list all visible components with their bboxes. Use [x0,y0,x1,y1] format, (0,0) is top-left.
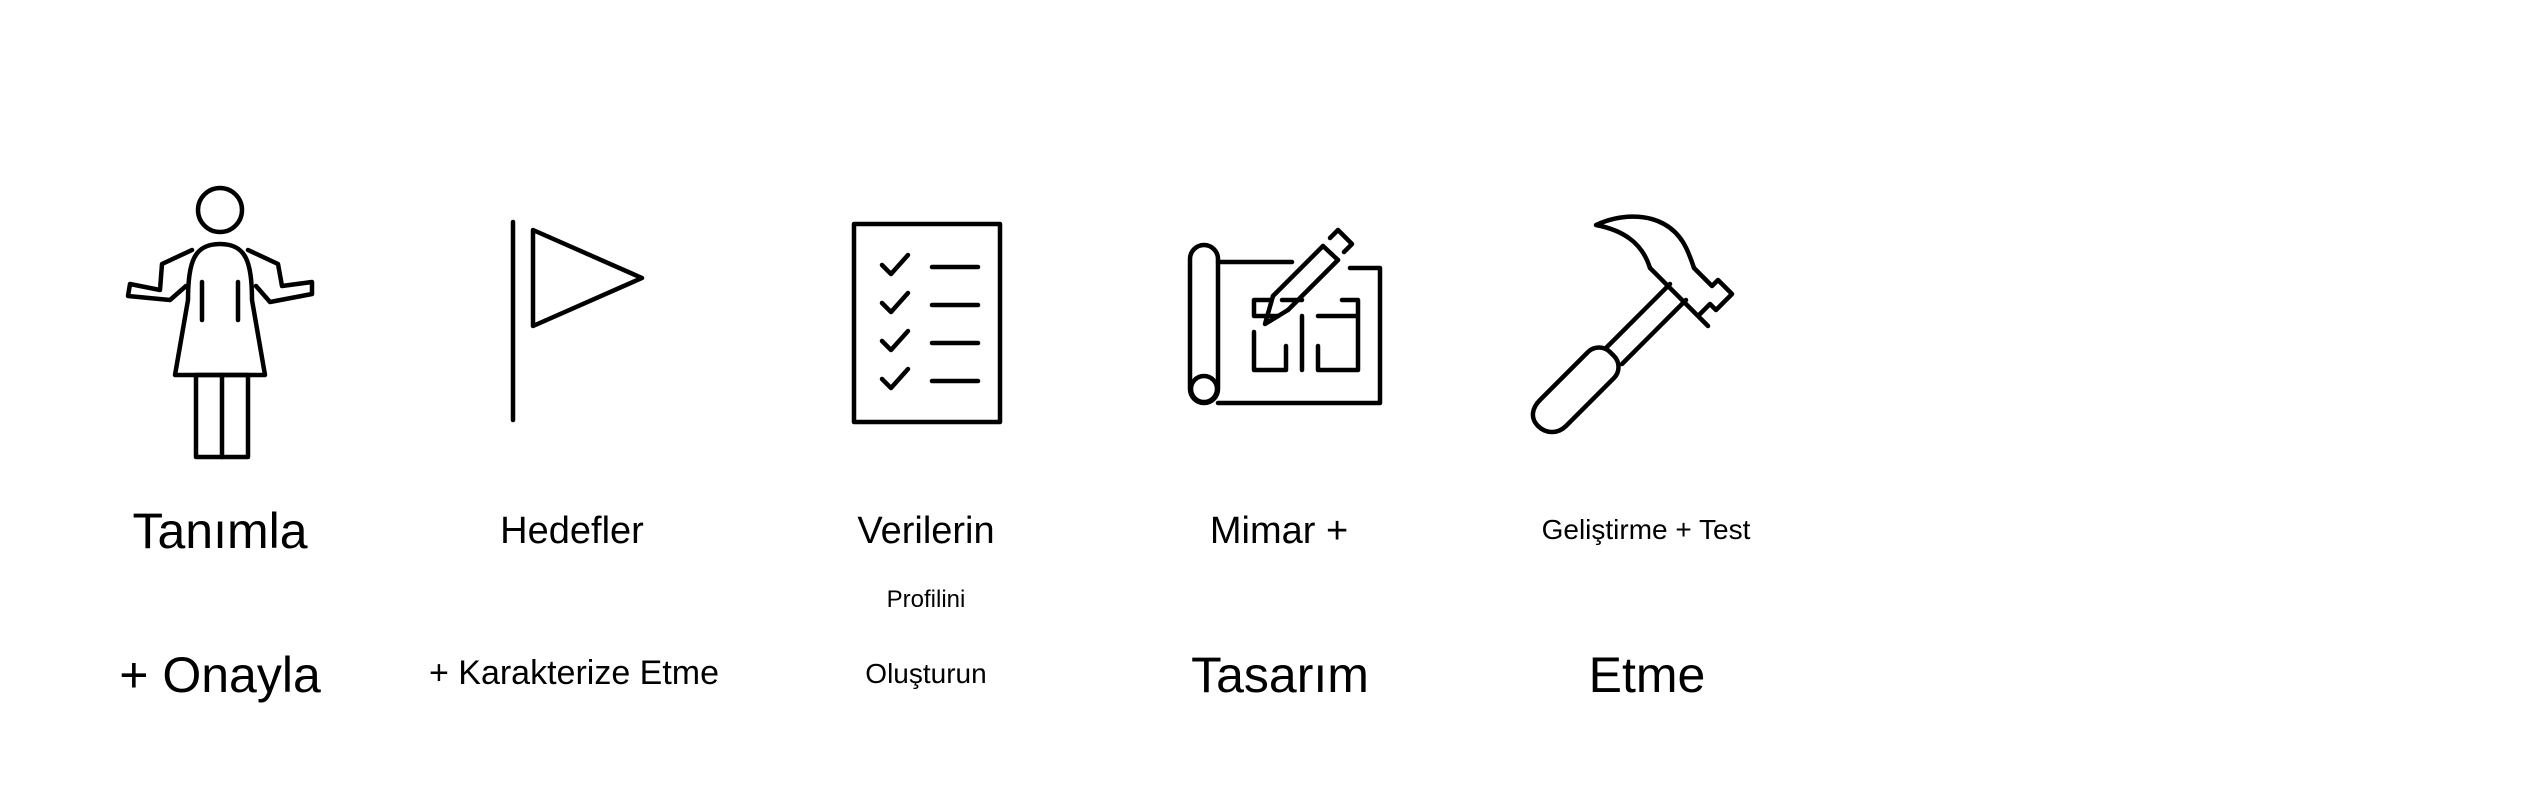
step-label-line2: Tasarım [1191,647,1369,703]
step-label-line1: Mimar + [1209,510,1349,552]
blueprint-pencil-icon [1187,227,1383,406]
step-label-line1: Geliştirme + Test [1541,514,1751,545]
checklist-icon [851,221,1003,425]
step-goals-characterize: Hedefler + Karakterize Etme [360,0,800,791]
step-profile-data: Verilerin Profilini Oluşturun [710,0,1150,791]
flag-icon [510,219,645,423]
step-define-approve: Tanımla + Onayla [0,0,440,791]
step-label-line2: Oluşturun [865,658,987,689]
step-label-line2: + Onayla [119,647,321,703]
step-architect-design: Mimar + Tasarım [1060,0,1500,791]
step-label-mid: Profilini [886,586,966,613]
step-label-line2: Etme [1588,647,1706,703]
step-label-line1: Hedefler [500,510,644,552]
step-develop-test: Geliştirme + Test Etme [1410,0,1850,791]
hammer-icon [1530,214,1735,435]
step-label-line2: + Karakterize Etme [428,654,720,692]
step-label-line1: Verilerin [857,510,995,552]
step-label-line1: Tanımla [132,503,308,559]
person-shrugging-icon [125,185,315,460]
